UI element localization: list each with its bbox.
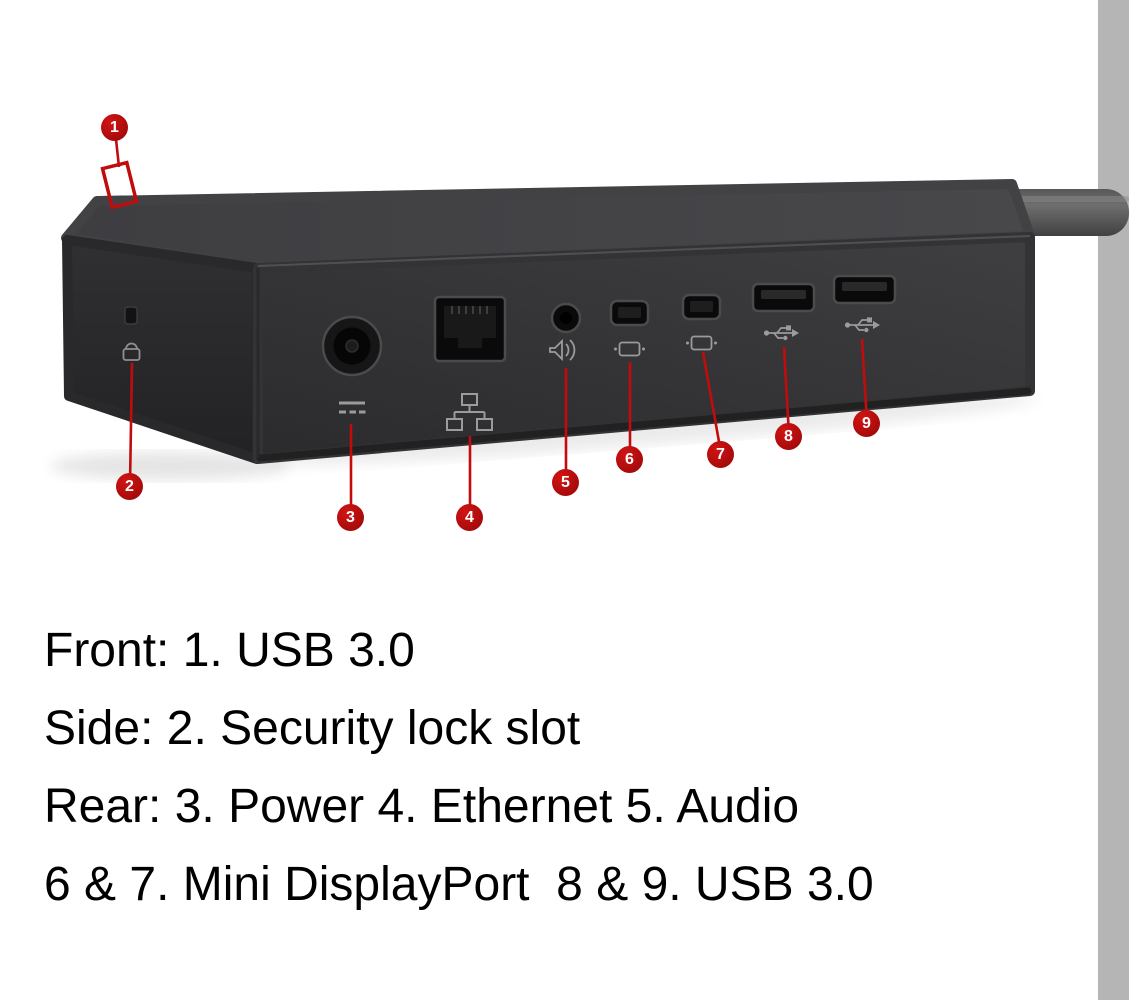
device-shadow [50,452,290,480]
callout-5: 5 [552,469,579,496]
ethernet-port [433,295,507,363]
caption-line-front: Front: 1. USB 3.0 [44,624,415,677]
mini-displayport-7 [681,293,722,321]
usb-location-bracket [100,160,139,210]
callout-8: 8 [775,423,802,450]
caption-line-rear: Rear: 3. Power 4. Ethernet 5. Audio [44,780,800,833]
mini-displayport-6 [609,299,650,327]
ethernet-icon [446,393,493,431]
callout-9: 9 [853,410,880,437]
caption-line-side: Side: 2. Security lock slot [44,702,581,755]
callout-2: 2 [116,473,143,500]
power-port [321,315,383,377]
callout-line-9 [860,338,869,423]
security-lock-slot [124,306,138,325]
caption-line-rear-2: 6 & 7. Mini DisplayPort 8 & 9. USB 3.0 [44,858,874,911]
callout-1: 1 [101,114,128,141]
callout-line-8 [782,346,791,436]
dc-power-icon [339,401,366,414]
right-gray-strip [1098,0,1129,1000]
speaker-icon [549,338,576,362]
dock-bottom-edge [256,387,1032,462]
usb-port-9 [832,274,897,305]
device-shadow-front [261,395,1039,465]
dock-left-face [62,235,262,464]
usb-port-8 [751,282,816,313]
callout-4: 4 [456,504,483,531]
audio-jack-port [550,302,582,334]
callout-3: 3 [337,504,364,531]
callout-line-7 [701,351,723,454]
callout-line-2 [128,362,134,486]
callout-lines [113,129,869,516]
callout-7: 7 [707,441,734,468]
callout-6: 6 [616,446,643,473]
lock-icon [122,342,141,361]
device-illustration [50,129,1129,516]
caption: Front: 1. USB 3.0 Side: 2. Security lock… [44,612,874,924]
dock-top-edge-highlight [257,235,1031,267]
